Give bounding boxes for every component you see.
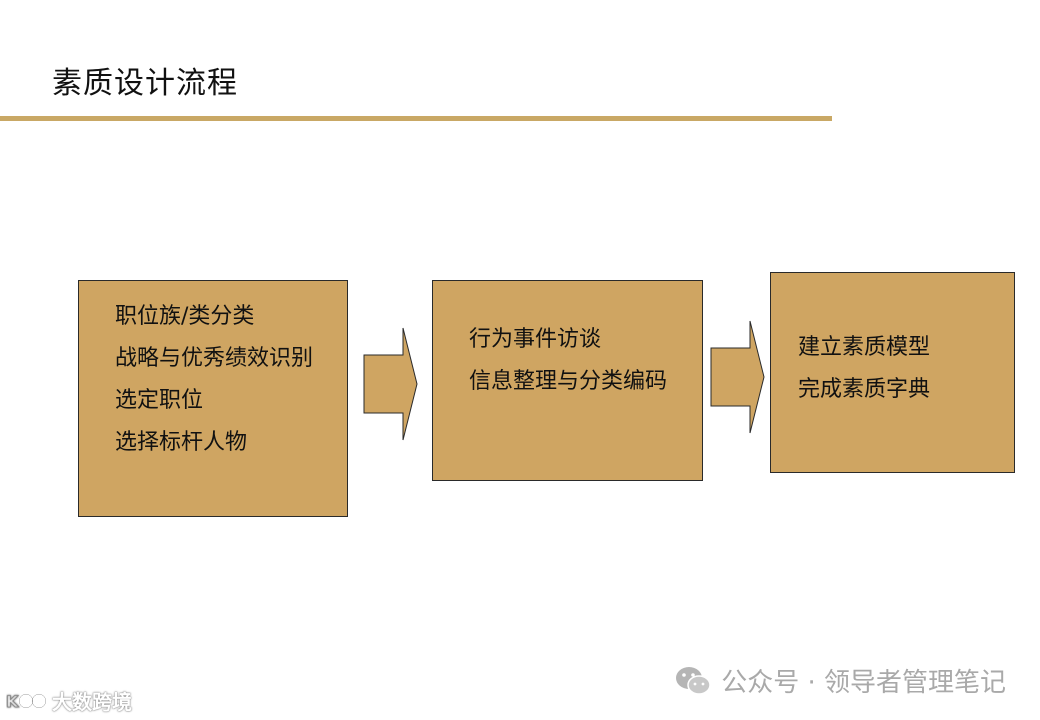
brand-mark: K 大数跨境 [6, 686, 132, 715]
wechat-icon [676, 666, 711, 695]
step-item: 建立素质模型 [798, 335, 931, 360]
step-1-list: 职位族/类分类 战略与优秀绩效识别 选定职位 选择标杆人物 [115, 303, 325, 471]
brand-text: 大数跨境 [52, 690, 132, 714]
brand-logo-icon: K [6, 691, 47, 711]
watermark: 公众号 · 领导者管理笔记 [675, 662, 1006, 699]
step-item: 选定职位 [115, 388, 204, 413]
right-arrow-icon [710, 320, 765, 434]
slide-title: 素质设计流程 [52, 66, 238, 101]
step-2-list: 行为事件访谈 信息整理与分类编码 [469, 326, 679, 410]
step-3-list: 建立素质模型 完成素质字典 [798, 334, 1003, 418]
svg-text:K: K [6, 692, 19, 711]
process-step-1-box: 职位族/类分类 战略与优秀绩效识别 选定职位 选择标杆人物 [78, 280, 348, 517]
process-step-3-box: 建立素质模型 完成素质字典 [770, 272, 1015, 473]
step-item: 行为事件访谈 [469, 327, 602, 352]
step-item: 完成素质字典 [798, 377, 931, 402]
process-step-2-box: 行为事件访谈 信息整理与分类编码 [432, 280, 703, 481]
step-item: 信息整理与分类编码 [469, 369, 668, 394]
step-item: 选择标杆人物 [115, 430, 248, 455]
step-item: 职位族/类分类 [115, 304, 255, 329]
watermark-text: 公众号 · 领导者管理笔记 [721, 668, 1006, 698]
step-item: 战略与优秀绩效识别 [115, 346, 314, 371]
title-divider [0, 116, 832, 121]
right-arrow-icon [363, 327, 418, 441]
